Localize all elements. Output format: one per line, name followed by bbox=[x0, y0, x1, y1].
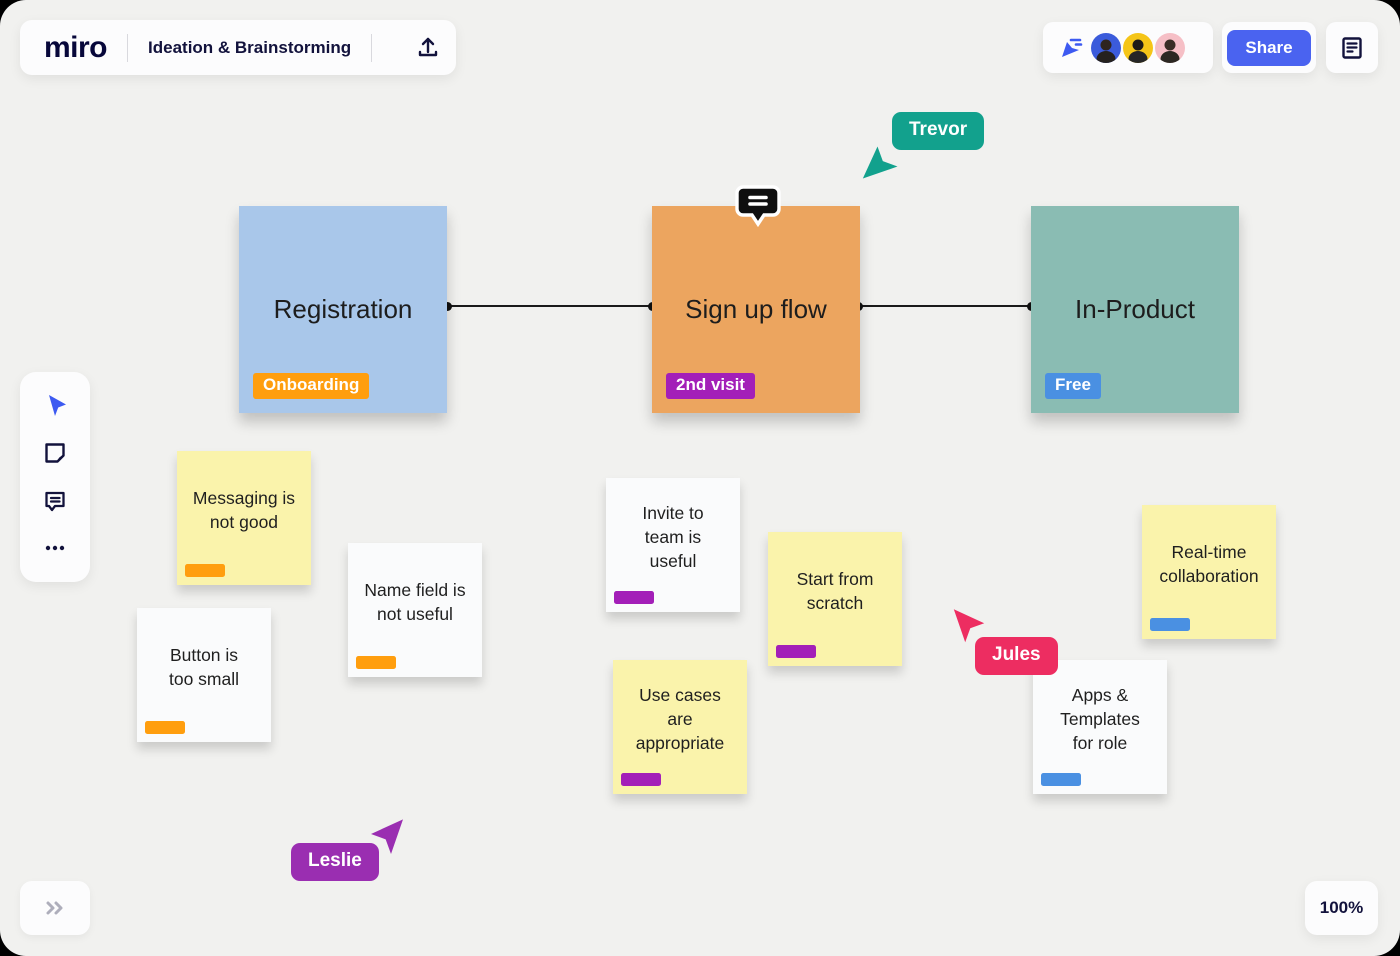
avatar[interactable] bbox=[1123, 32, 1153, 63]
note-text: Name field is not useful bbox=[364, 579, 466, 624]
canvas-toolbar bbox=[20, 372, 90, 582]
divider bbox=[127, 33, 129, 62]
export-button[interactable] bbox=[410, 30, 446, 66]
note-tag-bar[interactable] bbox=[1150, 618, 1190, 631]
card-title: Sign up flow bbox=[685, 294, 827, 324]
comment-icon bbox=[45, 491, 65, 511]
divider bbox=[371, 33, 373, 62]
note-tag-bar[interactable] bbox=[356, 656, 396, 669]
cursor-icon bbox=[49, 394, 66, 416]
sticky-note[interactable]: Real-time collaboration bbox=[1142, 505, 1276, 639]
note-tag-bar[interactable] bbox=[145, 721, 185, 734]
miro-logo[interactable]: miro bbox=[44, 30, 108, 64]
sticky-note[interactable]: Messaging is not good bbox=[177, 451, 311, 585]
card-tag[interactable]: 2nd visit bbox=[666, 373, 755, 399]
note-text: Real-time collaboration bbox=[1159, 541, 1259, 586]
card-title: In-Product bbox=[1075, 294, 1195, 324]
more-tools[interactable] bbox=[35, 528, 75, 568]
select-tool[interactable] bbox=[35, 386, 75, 426]
note-text: Messaging is not good bbox=[192, 487, 296, 532]
note-tag-bar[interactable] bbox=[614, 591, 654, 604]
card-tag[interactable]: Free bbox=[1045, 373, 1101, 399]
zoom-level-value: 100% bbox=[1319, 898, 1364, 917]
sticky-note[interactable]: Name field is not useful bbox=[348, 543, 482, 677]
share-panel: Share bbox=[1222, 22, 1316, 73]
double-chevron-right-icon bbox=[46, 901, 63, 915]
flow-card-registration[interactable]: Registration Onboarding bbox=[239, 206, 447, 413]
sticky-note[interactable]: Start from scratch bbox=[768, 532, 902, 666]
follow-cursors-icon[interactable] bbox=[1057, 35, 1083, 61]
sticky-note[interactable]: Use cases are appropriate bbox=[613, 660, 747, 794]
comment-badge[interactable] bbox=[734, 184, 782, 235]
note-text: Use cases are appropriate bbox=[635, 684, 725, 754]
board-header: miro Ideation & Brainstorming bbox=[20, 20, 456, 75]
sticky-note[interactable]: Button is too small bbox=[137, 608, 271, 742]
trevor-cursor-label: Trevor bbox=[892, 112, 985, 150]
zoom-level-indicator[interactable]: 100% bbox=[1305, 881, 1378, 935]
note-text: Apps & Templates for role bbox=[1060, 684, 1140, 754]
jules-cursor-label: Jules bbox=[975, 637, 1058, 675]
export-icon bbox=[418, 37, 438, 56]
avatar[interactable] bbox=[1091, 32, 1121, 63]
note-tag-bar[interactable] bbox=[621, 773, 661, 786]
leslie-cursor-label: Leslie bbox=[291, 843, 379, 881]
board-title[interactable]: Ideation & Brainstorming bbox=[148, 37, 352, 57]
ellipsis-icon bbox=[45, 546, 65, 551]
connector-endpoint bbox=[443, 302, 452, 311]
sticky-note[interactable]: Invite to team is useful bbox=[606, 478, 740, 612]
connector-line[interactable] bbox=[858, 305, 1031, 307]
notes-button[interactable] bbox=[1326, 22, 1378, 73]
note-text: Invite to team is useful bbox=[642, 502, 704, 572]
expand-toolbar-button[interactable] bbox=[20, 881, 90, 935]
sticky-note[interactable]: Apps & Templates for role bbox=[1033, 660, 1167, 794]
trevor-cursor-icon bbox=[862, 143, 907, 183]
document-icon bbox=[1342, 36, 1362, 59]
note-text: Start from scratch bbox=[796, 568, 874, 613]
flow-card-signup-flow[interactable]: Sign up flow 2nd visit bbox=[652, 206, 860, 413]
flow-card-in-product[interactable]: In-Product Free bbox=[1031, 206, 1239, 413]
avatar-group bbox=[1091, 32, 1185, 63]
card-tag[interactable]: Onboarding bbox=[253, 373, 370, 399]
connector-line[interactable] bbox=[448, 305, 652, 307]
leslie-cursor-icon bbox=[367, 818, 407, 863]
collaborators-panel bbox=[1043, 22, 1213, 73]
note-tag-bar[interactable] bbox=[776, 645, 816, 658]
sticky-note-icon bbox=[45, 443, 65, 463]
jules-cursor-icon bbox=[950, 608, 988, 651]
card-title: Registration bbox=[273, 294, 413, 324]
share-button[interactable]: Share bbox=[1227, 29, 1311, 66]
note-tag-bar[interactable] bbox=[1041, 773, 1081, 786]
note-text: Button is too small bbox=[168, 644, 240, 689]
sticky-note-tool[interactable] bbox=[35, 433, 75, 473]
avatar[interactable] bbox=[1155, 32, 1185, 63]
note-tag-bar[interactable] bbox=[185, 564, 225, 577]
comment-tool[interactable] bbox=[35, 481, 75, 521]
